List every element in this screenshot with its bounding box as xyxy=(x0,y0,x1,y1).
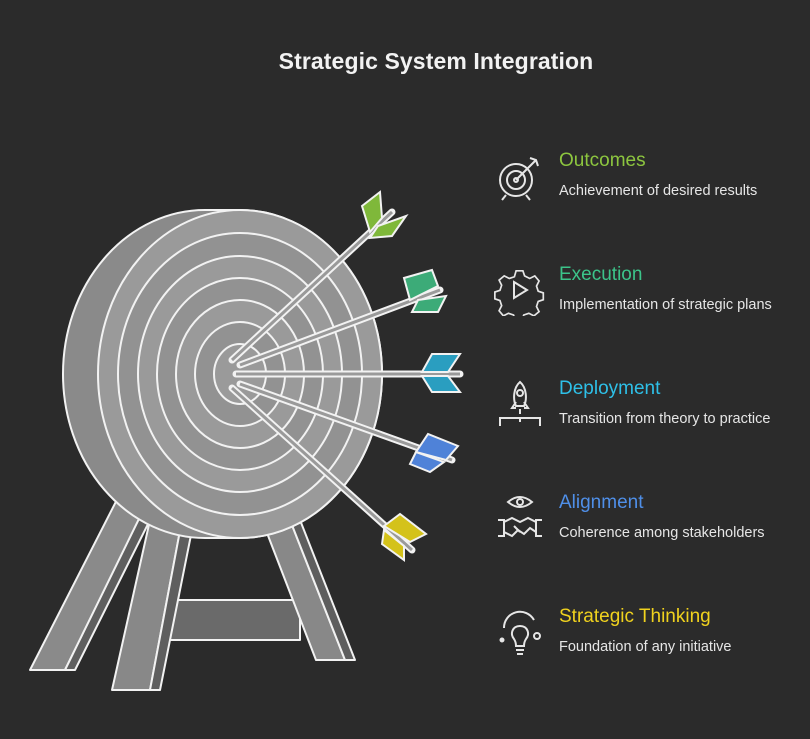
lightbulb-icon xyxy=(499,610,541,655)
item-heading: Outcomes xyxy=(559,150,646,171)
rocket-icon xyxy=(499,380,541,426)
item-description: Implementation of strategic plans xyxy=(559,297,772,313)
item-heading: Deployment xyxy=(559,378,661,399)
item-description: Achievement of desired results xyxy=(559,183,758,199)
item-alignment: Alignment Coherence among stakeholders xyxy=(494,492,810,562)
arrow-alignment xyxy=(236,380,460,474)
item-execution: Execution Implementation of strategic pl… xyxy=(494,264,810,334)
easel-legs xyxy=(29,477,356,691)
item-heading: Execution xyxy=(559,264,643,285)
item-strategic-thinking: Strategic Thinking Foundation of any ini… xyxy=(494,606,810,676)
item-description: Foundation of any initiative xyxy=(559,639,732,655)
item-description: Coherence among stakeholders xyxy=(559,525,765,541)
page-title: Strategic System Integration xyxy=(278,48,594,74)
item-heading: Alignment xyxy=(559,492,644,513)
item-description: Transition from theory to practice xyxy=(559,411,771,427)
item-deployment: Deployment Transition from theory to pra… xyxy=(494,378,810,448)
target-icon xyxy=(499,157,539,201)
arrow-outcomes xyxy=(228,190,409,364)
item-outcomes: Outcomes Achievement of desired results xyxy=(494,150,810,220)
gear-play-icon xyxy=(494,269,545,316)
arrow-execution xyxy=(236,268,448,369)
item-heading: Strategic Thinking xyxy=(559,606,711,627)
eye-handshake-icon xyxy=(498,496,542,538)
arrow-deployment xyxy=(232,353,464,393)
arrow-strategic-thinking xyxy=(228,384,428,562)
